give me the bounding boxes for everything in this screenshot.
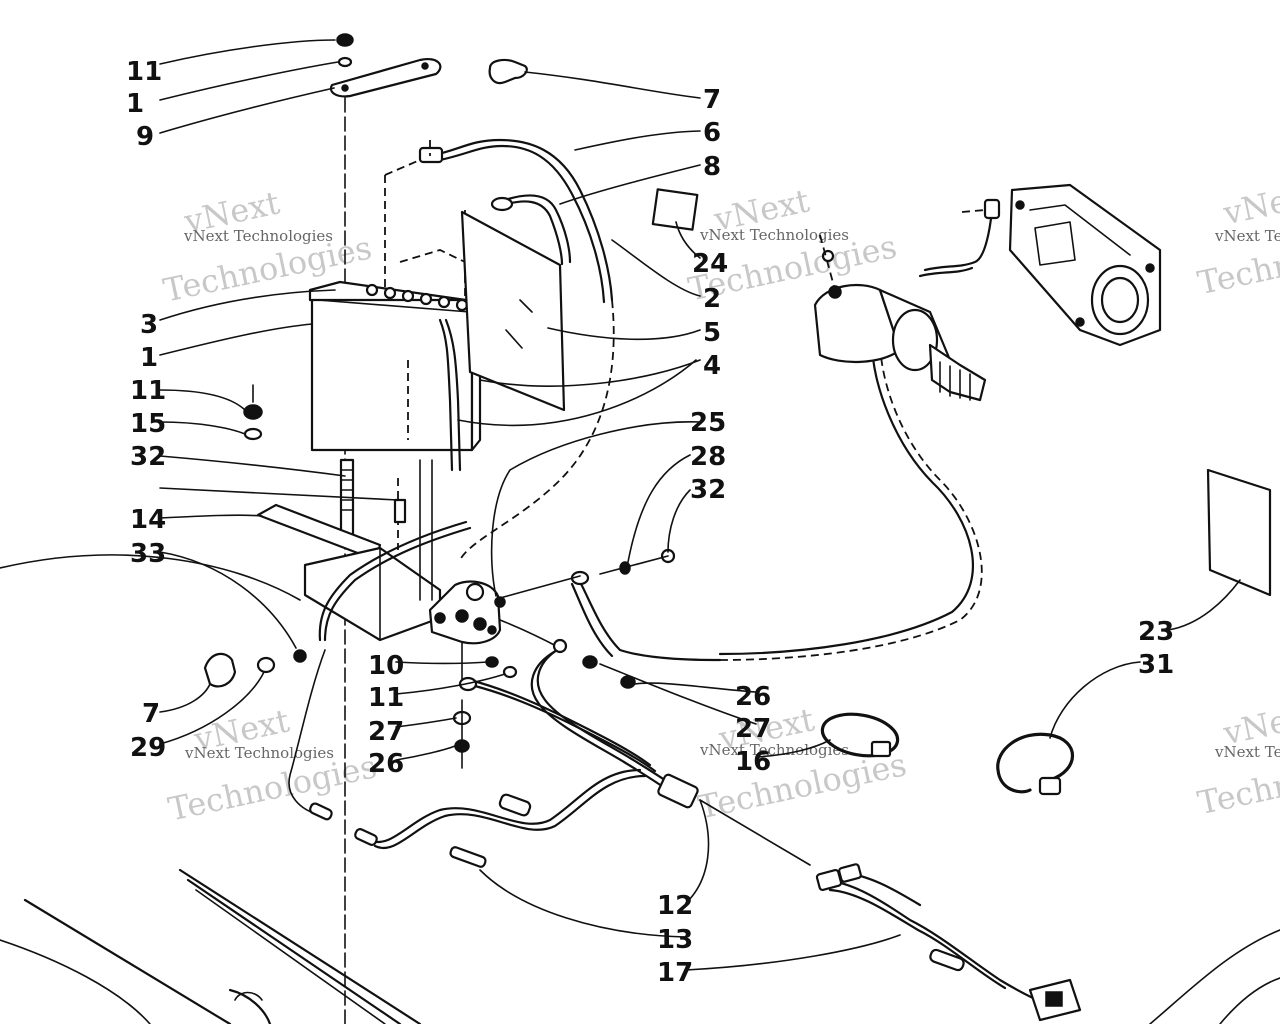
decal-icon <box>651 188 699 231</box>
callout-29: 29 <box>130 733 166 763</box>
watermark-small: vNext Technologies <box>1214 743 1280 761</box>
wire-harness <box>815 863 1082 1022</box>
callout-25: 25 <box>690 408 726 438</box>
hold-down-strap <box>329 33 442 98</box>
wiring <box>288 339 983 868</box>
engine-housing <box>1008 183 1162 347</box>
battery-pad <box>460 210 566 412</box>
connector-icon <box>815 868 843 892</box>
connector-icon <box>498 793 532 817</box>
callout-13: 13 <box>657 925 693 955</box>
callout-11: 11 <box>368 683 404 713</box>
callout-17: 17 <box>657 958 693 988</box>
washer-icon <box>337 56 353 68</box>
starter-motor <box>813 198 1001 402</box>
strap-icon <box>329 58 442 98</box>
callout-labels: 11 1 9 7 6 8 24 2 5 4 3 1 11 15 32 14 33… <box>126 57 1174 988</box>
battery <box>308 249 482 472</box>
callout-14: 14 <box>130 505 166 535</box>
clamp-icon <box>820 712 900 758</box>
callout-5: 5 <box>703 318 721 348</box>
callout-3: 3 <box>140 310 158 340</box>
terminal-boot-icon <box>488 58 528 85</box>
callout-10: 10 <box>368 651 404 681</box>
callout-1: 1 <box>140 343 158 373</box>
leader-lines <box>159 39 1241 971</box>
callout-11: 11 <box>126 57 162 87</box>
callout-7: 7 <box>703 85 721 115</box>
battery-cables <box>384 58 615 561</box>
watermark-small: vNext Technologies <box>184 744 334 762</box>
callout-11: 11 <box>130 376 166 406</box>
pad-icon <box>460 210 566 412</box>
chassis-panel <box>0 554 1280 1024</box>
callout-12: 12 <box>657 891 693 921</box>
callout-7: 7 <box>142 699 160 729</box>
callout-9: 9 <box>136 122 154 152</box>
decal-card-icon <box>1206 468 1272 597</box>
callout-33: 33 <box>130 539 166 569</box>
watermark-small: vNext Technologies <box>1214 227 1280 245</box>
callout-27: 27 <box>368 717 404 747</box>
watermark-small: vNext Technologies <box>699 226 849 244</box>
callout-24: 24 <box>692 249 728 279</box>
callout-23: 23 <box>1138 617 1174 647</box>
callout-26: 26 <box>368 749 404 779</box>
callout-16: 16 <box>735 747 771 777</box>
callout-31: 31 <box>1138 650 1174 680</box>
hardware <box>203 384 676 769</box>
nut-icon <box>336 33 354 47</box>
terminal-boot-icon <box>203 652 237 688</box>
callout-27: 27 <box>735 714 771 744</box>
nut-icon <box>243 404 263 420</box>
callout-32: 32 <box>130 442 166 472</box>
clamps <box>820 712 1075 796</box>
solenoid <box>428 580 506 681</box>
callout-1: 1 <box>126 89 144 119</box>
tray-plate-icon <box>256 503 382 562</box>
callout-4: 4 <box>703 351 721 381</box>
cable-end-icon <box>418 146 444 164</box>
watermark-big-top: vNext <box>1219 175 1280 232</box>
callout-2: 2 <box>703 284 721 314</box>
callout-6: 6 <box>703 118 721 148</box>
callout-15: 15 <box>130 409 166 439</box>
battery-tray <box>256 459 442 642</box>
fuse-holder-icon <box>657 773 699 809</box>
callout-28: 28 <box>690 442 726 472</box>
watermark-small: vNext Technologies <box>699 741 849 759</box>
washer-icon <box>243 427 263 441</box>
fuse-icon <box>449 846 487 868</box>
callout-32: 32 <box>690 475 726 505</box>
callout-8: 8 <box>703 152 721 182</box>
watermark-small: vNext Technologies <box>183 227 333 245</box>
clamp-icon <box>996 732 1075 794</box>
callout-26: 26 <box>735 682 771 712</box>
